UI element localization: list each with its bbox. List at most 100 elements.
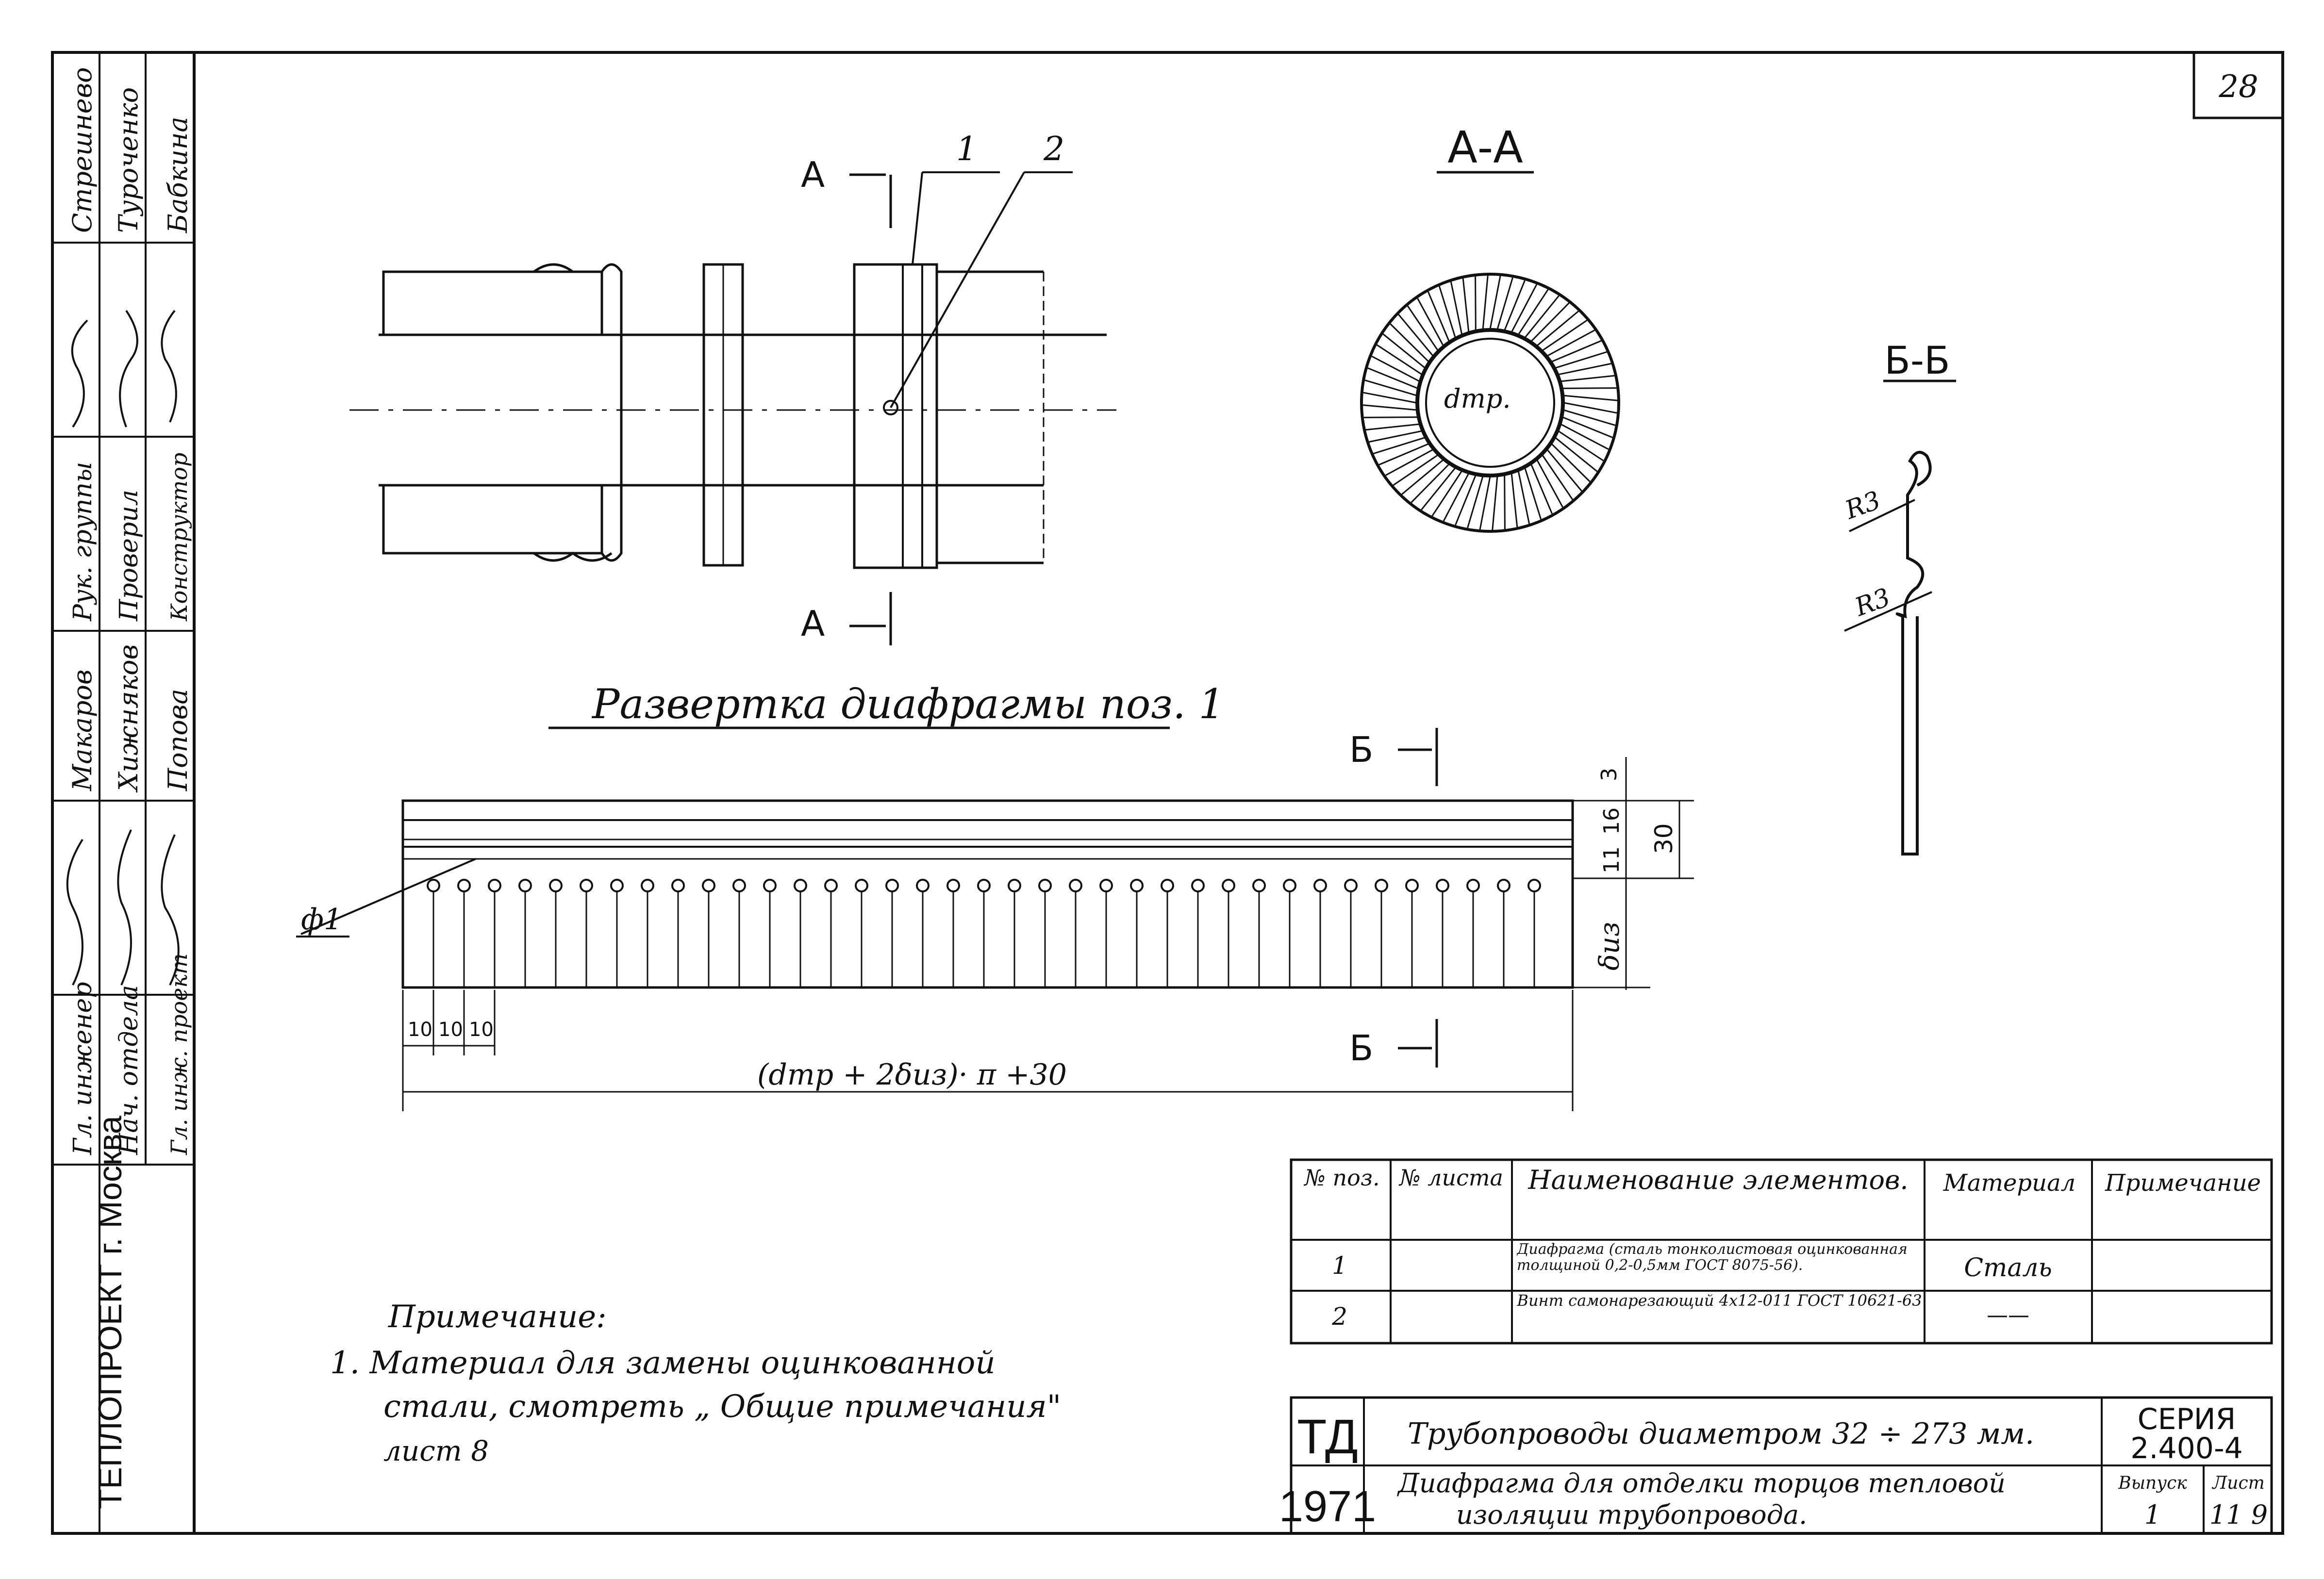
outer-frame xyxy=(51,51,2284,1535)
pitch-2: 10 xyxy=(438,1019,463,1041)
section-aa-ray xyxy=(1546,449,1582,492)
header-material: Материал xyxy=(1943,1169,2076,1197)
slot-hole xyxy=(1313,879,1327,892)
section-aa-ray xyxy=(1421,467,1456,510)
section-aa-rays xyxy=(1362,275,1618,530)
slot-hole xyxy=(885,879,899,892)
section-bb-radius-1: R3 xyxy=(1841,486,1884,525)
stamp-org: ТЕПЛОПРОЕКТ г. Москва xyxy=(92,1116,129,1509)
issue-value: 1 xyxy=(2144,1499,2161,1530)
section-aa-ray xyxy=(1398,314,1434,357)
slot-hole xyxy=(1283,879,1296,892)
slot-hole xyxy=(671,879,685,892)
section-aa-ray xyxy=(1551,443,1591,482)
section-aa-ray xyxy=(1367,367,1418,389)
section-aa-ray xyxy=(1382,333,1426,369)
section-aa-ray xyxy=(1517,289,1549,335)
stamp-name-1: Макаров xyxy=(67,670,98,791)
row2-pos: 2 xyxy=(1331,1302,1347,1331)
stamp-role-5: Проверил xyxy=(115,490,144,622)
section-aa-ray xyxy=(1390,323,1429,362)
section-aa-ray xyxy=(1450,281,1463,335)
dim-30: 30 xyxy=(1650,823,1678,854)
section-aa-ray xyxy=(1496,277,1513,330)
section-aa-ray xyxy=(1373,437,1426,455)
section-aa-ray xyxy=(1563,409,1616,426)
section-mark-b-bottom: Б xyxy=(1349,1028,1373,1069)
section-aa-title: А-А xyxy=(1447,122,1523,173)
logo-year: 1971 xyxy=(1279,1482,1376,1531)
section-aa-ray xyxy=(1489,276,1501,329)
section-aa-ray xyxy=(1524,295,1560,338)
page-number: 28 xyxy=(2218,69,2258,105)
slot-hole xyxy=(916,879,930,892)
slot-hole xyxy=(1099,879,1113,892)
section-aa-ray xyxy=(1443,473,1470,522)
title-line-1: Трубопроводы диаметром 32 ÷ 273 мм. xyxy=(1408,1417,2034,1451)
section-aa-ray xyxy=(1479,476,1491,530)
row1-pos: 1 xyxy=(1332,1251,1347,1280)
section-aa-ray xyxy=(1511,473,1518,527)
section-bb: Б-Б R3 R3 xyxy=(1841,339,1956,855)
spec-table: № поз. № листа Наименование элементов. М… xyxy=(1290,1158,2273,1345)
note-block: Примечание: 1. Материал для замены оцинк… xyxy=(330,1299,1061,1467)
title-line-3: изоляции трубопровода. xyxy=(1456,1499,1807,1530)
section-aa-ray xyxy=(1542,454,1574,500)
dim-16: 16 xyxy=(1599,807,1624,835)
section-aa-ray xyxy=(1364,379,1417,396)
development-slots xyxy=(427,879,1541,987)
stamp-name-2: Хижняков xyxy=(113,644,144,793)
section-aa-ray xyxy=(1492,476,1498,530)
slot-hole xyxy=(1191,879,1205,892)
slot-hole xyxy=(1497,879,1511,892)
header-note: Примечание xyxy=(2105,1169,2261,1197)
note-line-1: 1. Материал для замены оцинкованной xyxy=(330,1345,996,1381)
section-aa-ray xyxy=(1511,284,1538,333)
section-aa-ray xyxy=(1542,319,1588,351)
slot-hole xyxy=(1069,879,1082,892)
stamp-name-4: Стрешнево xyxy=(67,67,98,233)
section-aa-ray xyxy=(1427,291,1450,342)
slot-hole xyxy=(732,879,746,892)
dim-thickness: δиз xyxy=(1594,922,1626,970)
sheet-label: Лист xyxy=(2211,1473,2265,1493)
section-aa-ray xyxy=(1376,344,1423,376)
header-sheet: № листа xyxy=(1399,1165,1503,1191)
section-aa-ray xyxy=(1560,375,1615,382)
issue-label: Выпуск xyxy=(2118,1473,2187,1493)
slot-hole xyxy=(610,879,624,892)
row2-material: —— xyxy=(1987,1303,2029,1328)
section-aa-ray xyxy=(1563,402,1617,414)
slot-hole xyxy=(977,879,991,892)
section-aa-ray xyxy=(1369,430,1422,443)
row1-material: Сталь xyxy=(1964,1253,2052,1283)
length-formula: (dтр + 2δиз)· π +30 xyxy=(757,1058,1067,1092)
title-block: ТД 1971 Трубопроводы диаметром 32 ÷ 273 … xyxy=(1279,1396,2273,1535)
section-aa-ray xyxy=(1558,362,1611,376)
slot-hole xyxy=(946,879,960,892)
section-bb-title: Б-Б xyxy=(1884,339,1950,383)
section-aa-ray xyxy=(1546,329,1595,357)
slot-hole xyxy=(641,879,654,892)
section-aa-ray xyxy=(1363,416,1418,418)
section-aa-ray xyxy=(1417,298,1444,346)
row2-name: Винт самонарезающий 4х12-011 ГОСТ 10621-… xyxy=(1517,1292,1922,1310)
section-aa-ray xyxy=(1385,449,1434,476)
logo-td: ТД xyxy=(1297,1410,1358,1464)
development-title: Развертка диафрагмы поз. 1 xyxy=(591,680,1225,728)
pitch-1: 10 xyxy=(408,1019,432,1041)
stamp-role-1: Гл. инженер xyxy=(68,982,98,1155)
section-aa-ray xyxy=(1411,463,1450,503)
slot-hole xyxy=(580,879,593,892)
section-aa-ray xyxy=(1438,286,1456,338)
section-aa-ray xyxy=(1407,305,1439,351)
series-label: СЕРИЯ xyxy=(2138,1402,2236,1436)
section-aa-ray xyxy=(1482,275,1489,329)
dim-3: 3 xyxy=(1597,768,1622,781)
section-aa-ray xyxy=(1401,459,1444,495)
section-aa-ray xyxy=(1536,459,1563,508)
section-aa-ray xyxy=(1431,470,1463,517)
slot-hole xyxy=(1038,879,1052,892)
section-mark-a-top: А xyxy=(801,154,825,195)
